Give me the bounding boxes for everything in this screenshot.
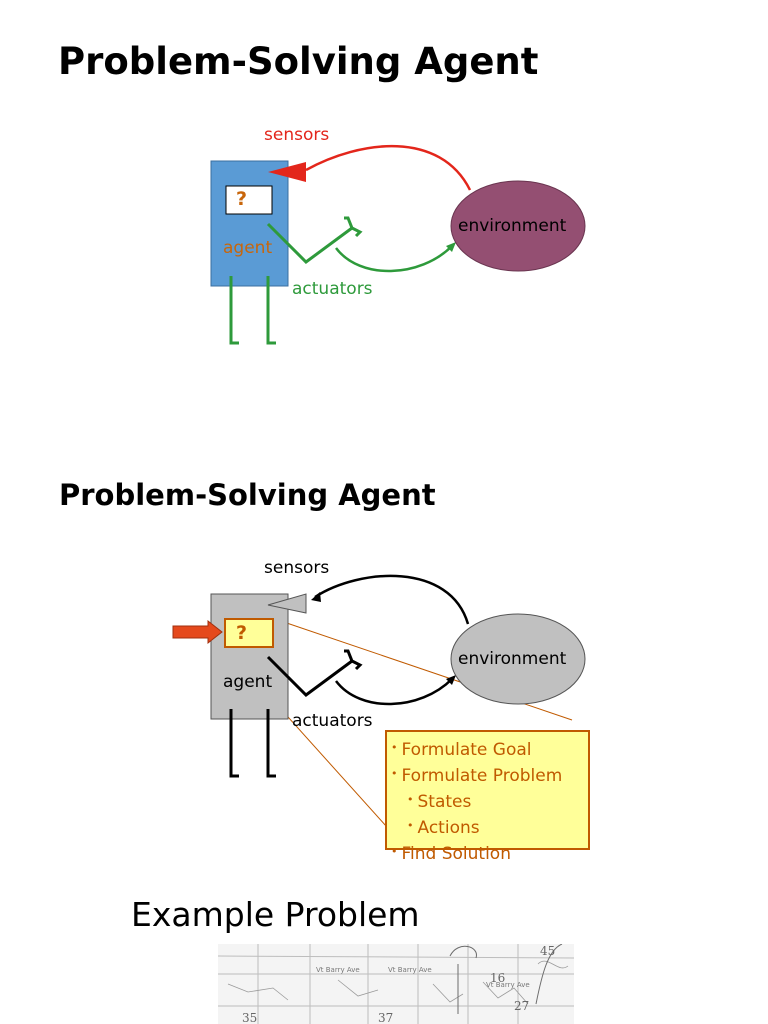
slide1-title: Problem-Solving Agent (58, 40, 539, 83)
sensors-arrow (305, 144, 472, 191)
agent-leg-left (229, 276, 239, 345)
example-map-image: Vt Barry Ave Vt Barry Ave Vt Barry Ave 4… (218, 944, 574, 1024)
map-street-label: Vt Barry Ave (486, 981, 530, 989)
environment-ellipse (450, 180, 586, 272)
actuator-arrow (335, 245, 453, 273)
input-arrow (172, 619, 223, 645)
environment2-label: environment (458, 649, 567, 669)
map-note: 27 (514, 999, 529, 1013)
map-note: 37 (378, 1011, 393, 1024)
actuator2-arrow (335, 678, 453, 706)
map-street-label: Vt Barry Ave (388, 966, 432, 974)
agent2-question-box (224, 618, 274, 648)
callout-box: •Formulate Goal •Formulate Problem •Stat… (385, 730, 590, 864)
map-note: 45 (540, 944, 555, 958)
callout-item: •Formulate Goal (391, 740, 532, 760)
agent-arm (266, 222, 353, 264)
environment-label: environment (458, 216, 567, 236)
callout-subitem: •Actions (407, 818, 480, 838)
actuator-arrowhead (446, 242, 456, 252)
actuators2-label: actuators (292, 711, 373, 731)
slide2-title: Problem-Solving Agent (59, 478, 436, 512)
agent2-claw (344, 649, 363, 671)
agent-label: agent (223, 238, 273, 258)
callout-item: •Find Solution (391, 844, 511, 864)
map-note: 16 (490, 971, 505, 985)
agent-question-box (225, 185, 273, 215)
sensors2-arrow (314, 574, 470, 625)
environment2-ellipse (450, 613, 586, 705)
actuators-label: actuators (292, 279, 373, 299)
agent2-leg-right (266, 709, 276, 778)
agent2-label: agent (223, 672, 273, 692)
map-street-label: Vt Barry Ave (316, 966, 360, 974)
map-note: 35 (242, 1011, 257, 1024)
agent2-body (210, 593, 289, 720)
agent-leg-right (266, 276, 276, 345)
agent-claw (344, 216, 363, 238)
agent-question-mark: ? (236, 188, 248, 210)
sensors-label: sensors (264, 125, 330, 145)
agent2-arm (266, 655, 353, 697)
agent-body (210, 160, 289, 287)
sensors2-arrowhead (311, 592, 321, 602)
slide3-title: Example Problem (131, 895, 420, 934)
agent2-question-mark: ? (236, 622, 248, 644)
callout-item: •Formulate Problem (391, 766, 563, 786)
sensors2-triangle (267, 593, 307, 614)
actuator2-arrowhead (446, 675, 456, 685)
callout-subitem: •States (407, 792, 472, 812)
sensors2-label: sensors (264, 558, 330, 578)
agent2-leg-left (229, 709, 239, 778)
sensors-triangle (268, 162, 306, 182)
